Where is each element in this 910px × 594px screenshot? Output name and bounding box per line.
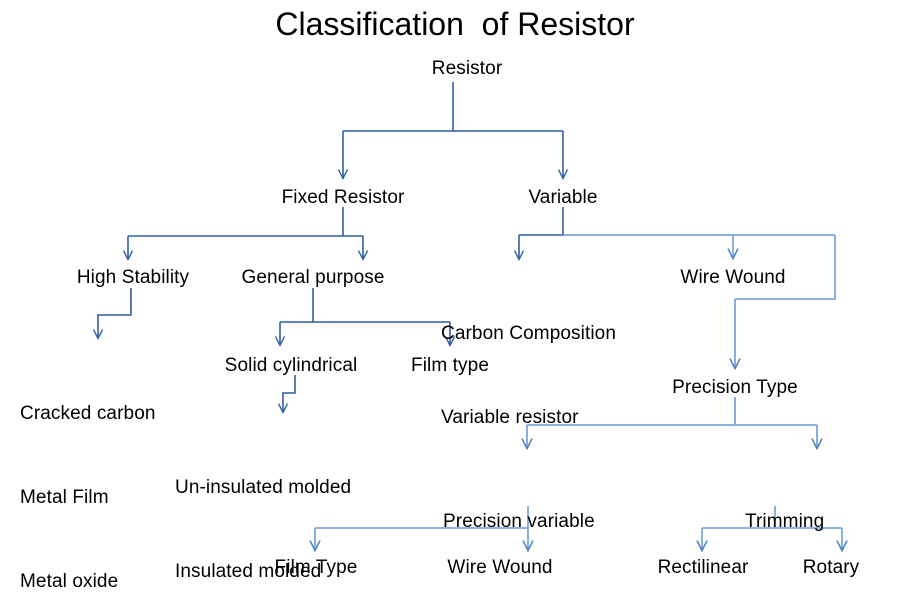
node-un-insulated-molded: Un-insulated molded: [175, 477, 352, 498]
edge-high-stability-to-list: [98, 288, 132, 338]
node-high-stability[interactable]: High Stability: [76, 267, 190, 288]
node-solid-cylindrical[interactable]: Solid cylindrical: [224, 355, 358, 376]
node-metal-oxide: Metal oxide: [20, 571, 119, 592]
node-metal-film: Metal Film: [20, 487, 109, 508]
node-general-purpose[interactable]: General purpose: [241, 267, 385, 288]
node-rectilinear[interactable]: Rectilinear: [657, 557, 749, 578]
node-precision-type[interactable]: Precision Type: [672, 377, 798, 398]
edge-variable-to-precision-path: [735, 235, 836, 300]
node-cracked-carbon: Cracked carbon: [20, 403, 156, 424]
node-film-type-2[interactable]: Film Type: [274, 557, 358, 578]
node-trimming-line1: Trimming: [745, 511, 825, 532]
node-wire-wound-2[interactable]: Wire Wound: [447, 557, 553, 578]
node-carbon-composition-line1: Carbon Composition: [441, 323, 616, 344]
node-film-type[interactable]: Film type: [411, 355, 489, 376]
node-precision-variable-line1: Precision variable: [443, 511, 595, 532]
node-insulated-molded: Insulated molded: [175, 561, 322, 582]
node-high-stability-list[interactable]: Cracked carbon Metal Film Metal oxide Wi…: [20, 344, 156, 594]
node-fixed-resistor[interactable]: Fixed Resistor: [281, 187, 405, 208]
node-carbon-composition-variable-resistor[interactable]: Carbon Composition Variable resistor: [441, 264, 616, 488]
node-molded-list[interactable]: Un-insulated molded Insulated molded: [175, 418, 351, 594]
node-wire-wound-variable[interactable]: Wire Wound: [680, 267, 786, 288]
edge-solid-to-molded: [283, 375, 296, 412]
node-carbon-composition-line2: Variable resistor: [441, 407, 579, 428]
node-trimming-potentiometer[interactable]: Trimming Potentiometer: [745, 452, 865, 594]
node-rotary[interactable]: Rotary: [802, 557, 860, 578]
node-variable[interactable]: Variable: [528, 187, 598, 208]
page-title: Classification of Resistor: [275, 6, 635, 42]
node-resistor[interactable]: Resistor: [431, 58, 503, 79]
node-precision-variable-potentiometer[interactable]: Precision variable potentiometer: [443, 452, 595, 594]
